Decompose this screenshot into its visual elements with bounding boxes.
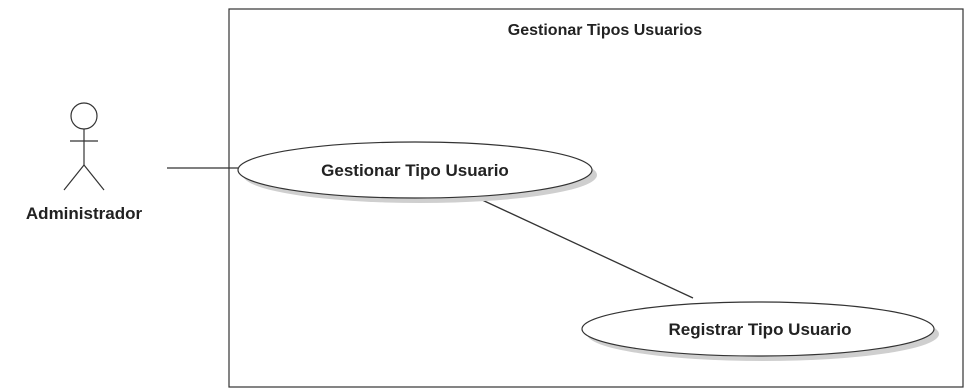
actor-label: Administrador bbox=[26, 204, 143, 223]
association-gestionar-registrar bbox=[479, 198, 694, 299]
system-title: Gestionar Tipos Usuarios bbox=[508, 22, 703, 39]
usecase-gestionar-tipo-usuario[interactable]: Gestionar Tipo Usuario bbox=[237, 141, 597, 203]
usecase-label: Gestionar Tipo Usuario bbox=[321, 161, 509, 180]
actor-right-leg bbox=[83, 164, 105, 191]
usecase-ellipse bbox=[581, 301, 935, 357]
actor-administrador[interactable] bbox=[63, 102, 105, 191]
usecase-label: Registrar Tipo Usuario bbox=[669, 320, 852, 339]
usecase-ellipse bbox=[237, 141, 593, 199]
actor-left-leg bbox=[63, 164, 85, 191]
usecase-registrar-tipo-usuario[interactable]: Registrar Tipo Usuario bbox=[581, 301, 939, 361]
actor-head bbox=[70, 102, 98, 130]
